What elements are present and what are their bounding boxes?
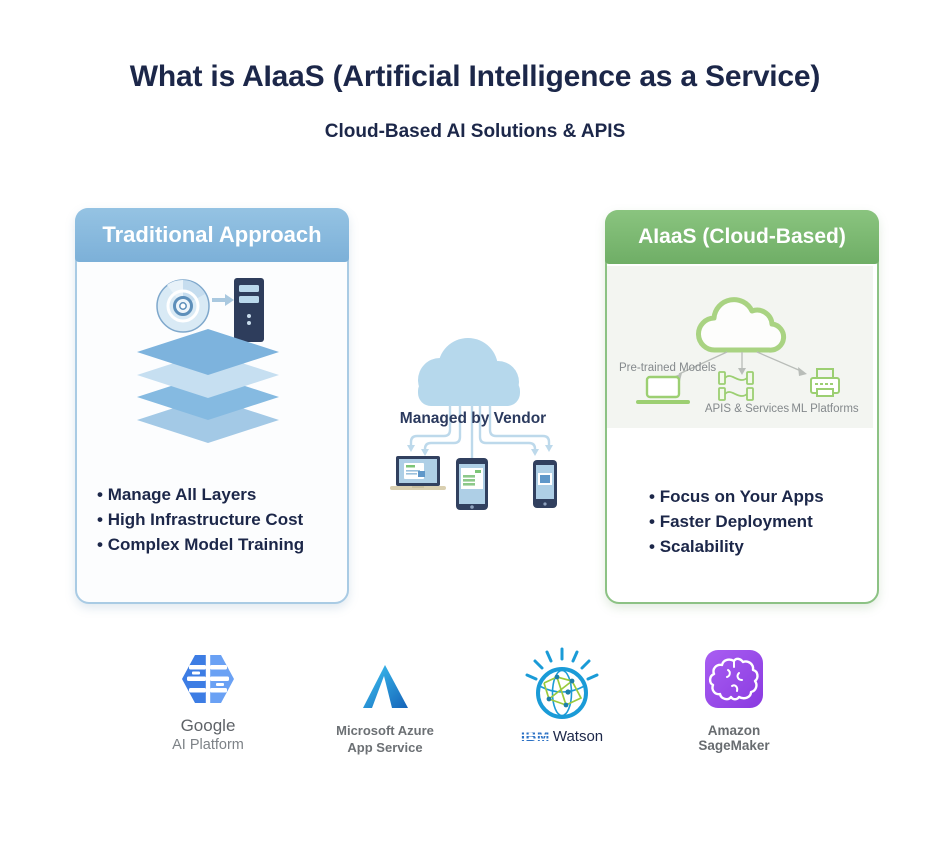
- connection-lines: [409, 404, 551, 461]
- ibm-brand-label: IBM: [519, 728, 551, 745]
- google-label: Google: [180, 716, 236, 735]
- api-connector-icon: [718, 371, 754, 401]
- pretrained-models-label: Pre-trained Models: [619, 362, 717, 374]
- vendor-cloud-section: Managed by Vendor: [380, 318, 580, 523]
- ai-platform-label: AI Platform: [172, 737, 244, 753]
- cloud-icon: [418, 338, 520, 406]
- app-service-label: App Service: [347, 740, 423, 755]
- azure-icon: [363, 665, 408, 708]
- layers-stack-icon: [137, 329, 279, 443]
- laptop-icon: [390, 456, 446, 490]
- google-ai-platform-logo: Google AI Platform: [158, 652, 258, 753]
- bullet-item: Faster Deployment: [649, 509, 824, 534]
- traditional-card-header: Traditional Approach: [75, 208, 349, 262]
- sagemaker-brain-icon: [705, 650, 763, 708]
- managed-by-vendor-caption: Managed by Vendor: [399, 410, 547, 427]
- tablet-icon: [456, 458, 488, 510]
- bullet-item: High Infrastructure Cost: [97, 507, 304, 532]
- bullet-item: Scalability: [649, 534, 824, 559]
- traditional-approach-card: Traditional Approach: [75, 208, 349, 604]
- printer-icon: [810, 368, 840, 397]
- laptop-outline-icon: [636, 375, 690, 404]
- smartphone-icon: [533, 460, 557, 508]
- cd-disc-icon: [156, 279, 210, 333]
- watson-label: Watson: [552, 728, 604, 745]
- bullet-item: Complex Model Training: [97, 532, 304, 557]
- aiaas-bullet-list: Focus on Your Apps Faster Deployment Sca…: [649, 484, 824, 559]
- sagemaker-label: SageMaker: [698, 738, 770, 753]
- traditional-bullet-list: Manage All Layers High Infrastructure Co…: [97, 482, 304, 557]
- microsoft-azure-label: Microsoft Azure: [336, 723, 434, 738]
- traditional-illustration: [137, 278, 279, 443]
- amazon-sagemaker-logo: Amazon SageMaker: [688, 648, 780, 753]
- aiaas-illustration: [636, 297, 840, 404]
- bullet-item: Focus on Your Apps: [649, 484, 824, 509]
- amazon-label: Amazon: [707, 723, 761, 738]
- aiaas-cloud-card: AIaaS (Cloud-Based): [605, 210, 879, 604]
- ibm-watson-globe-icon: [525, 647, 599, 719]
- server-tower-icon: [234, 278, 264, 342]
- page-title: What is AIaaS (Artificial Intelligence a…: [129, 60, 821, 93]
- green-cloud-icon: [696, 297, 787, 353]
- arrow-right-icon: [212, 294, 234, 306]
- bullet-item: Manage All Layers: [97, 482, 304, 507]
- page-subtitle: Cloud-Based AI Solutions & APIS: [324, 121, 626, 142]
- aiaas-card-header: AIaaS (Cloud-Based): [605, 210, 879, 264]
- aiaas-connector-lines: [678, 351, 802, 375]
- vendor-cloud-illustration: [390, 338, 557, 510]
- ml-platforms-label: ML Platforms: [791, 403, 859, 415]
- azure-app-service-logo: Microsoft Azure App Service: [326, 663, 444, 755]
- connection-arrowheads: [407, 445, 553, 456]
- google-ai-platform-icon: [182, 655, 234, 703]
- apis-services-label: APIS & Services: [704, 403, 790, 415]
